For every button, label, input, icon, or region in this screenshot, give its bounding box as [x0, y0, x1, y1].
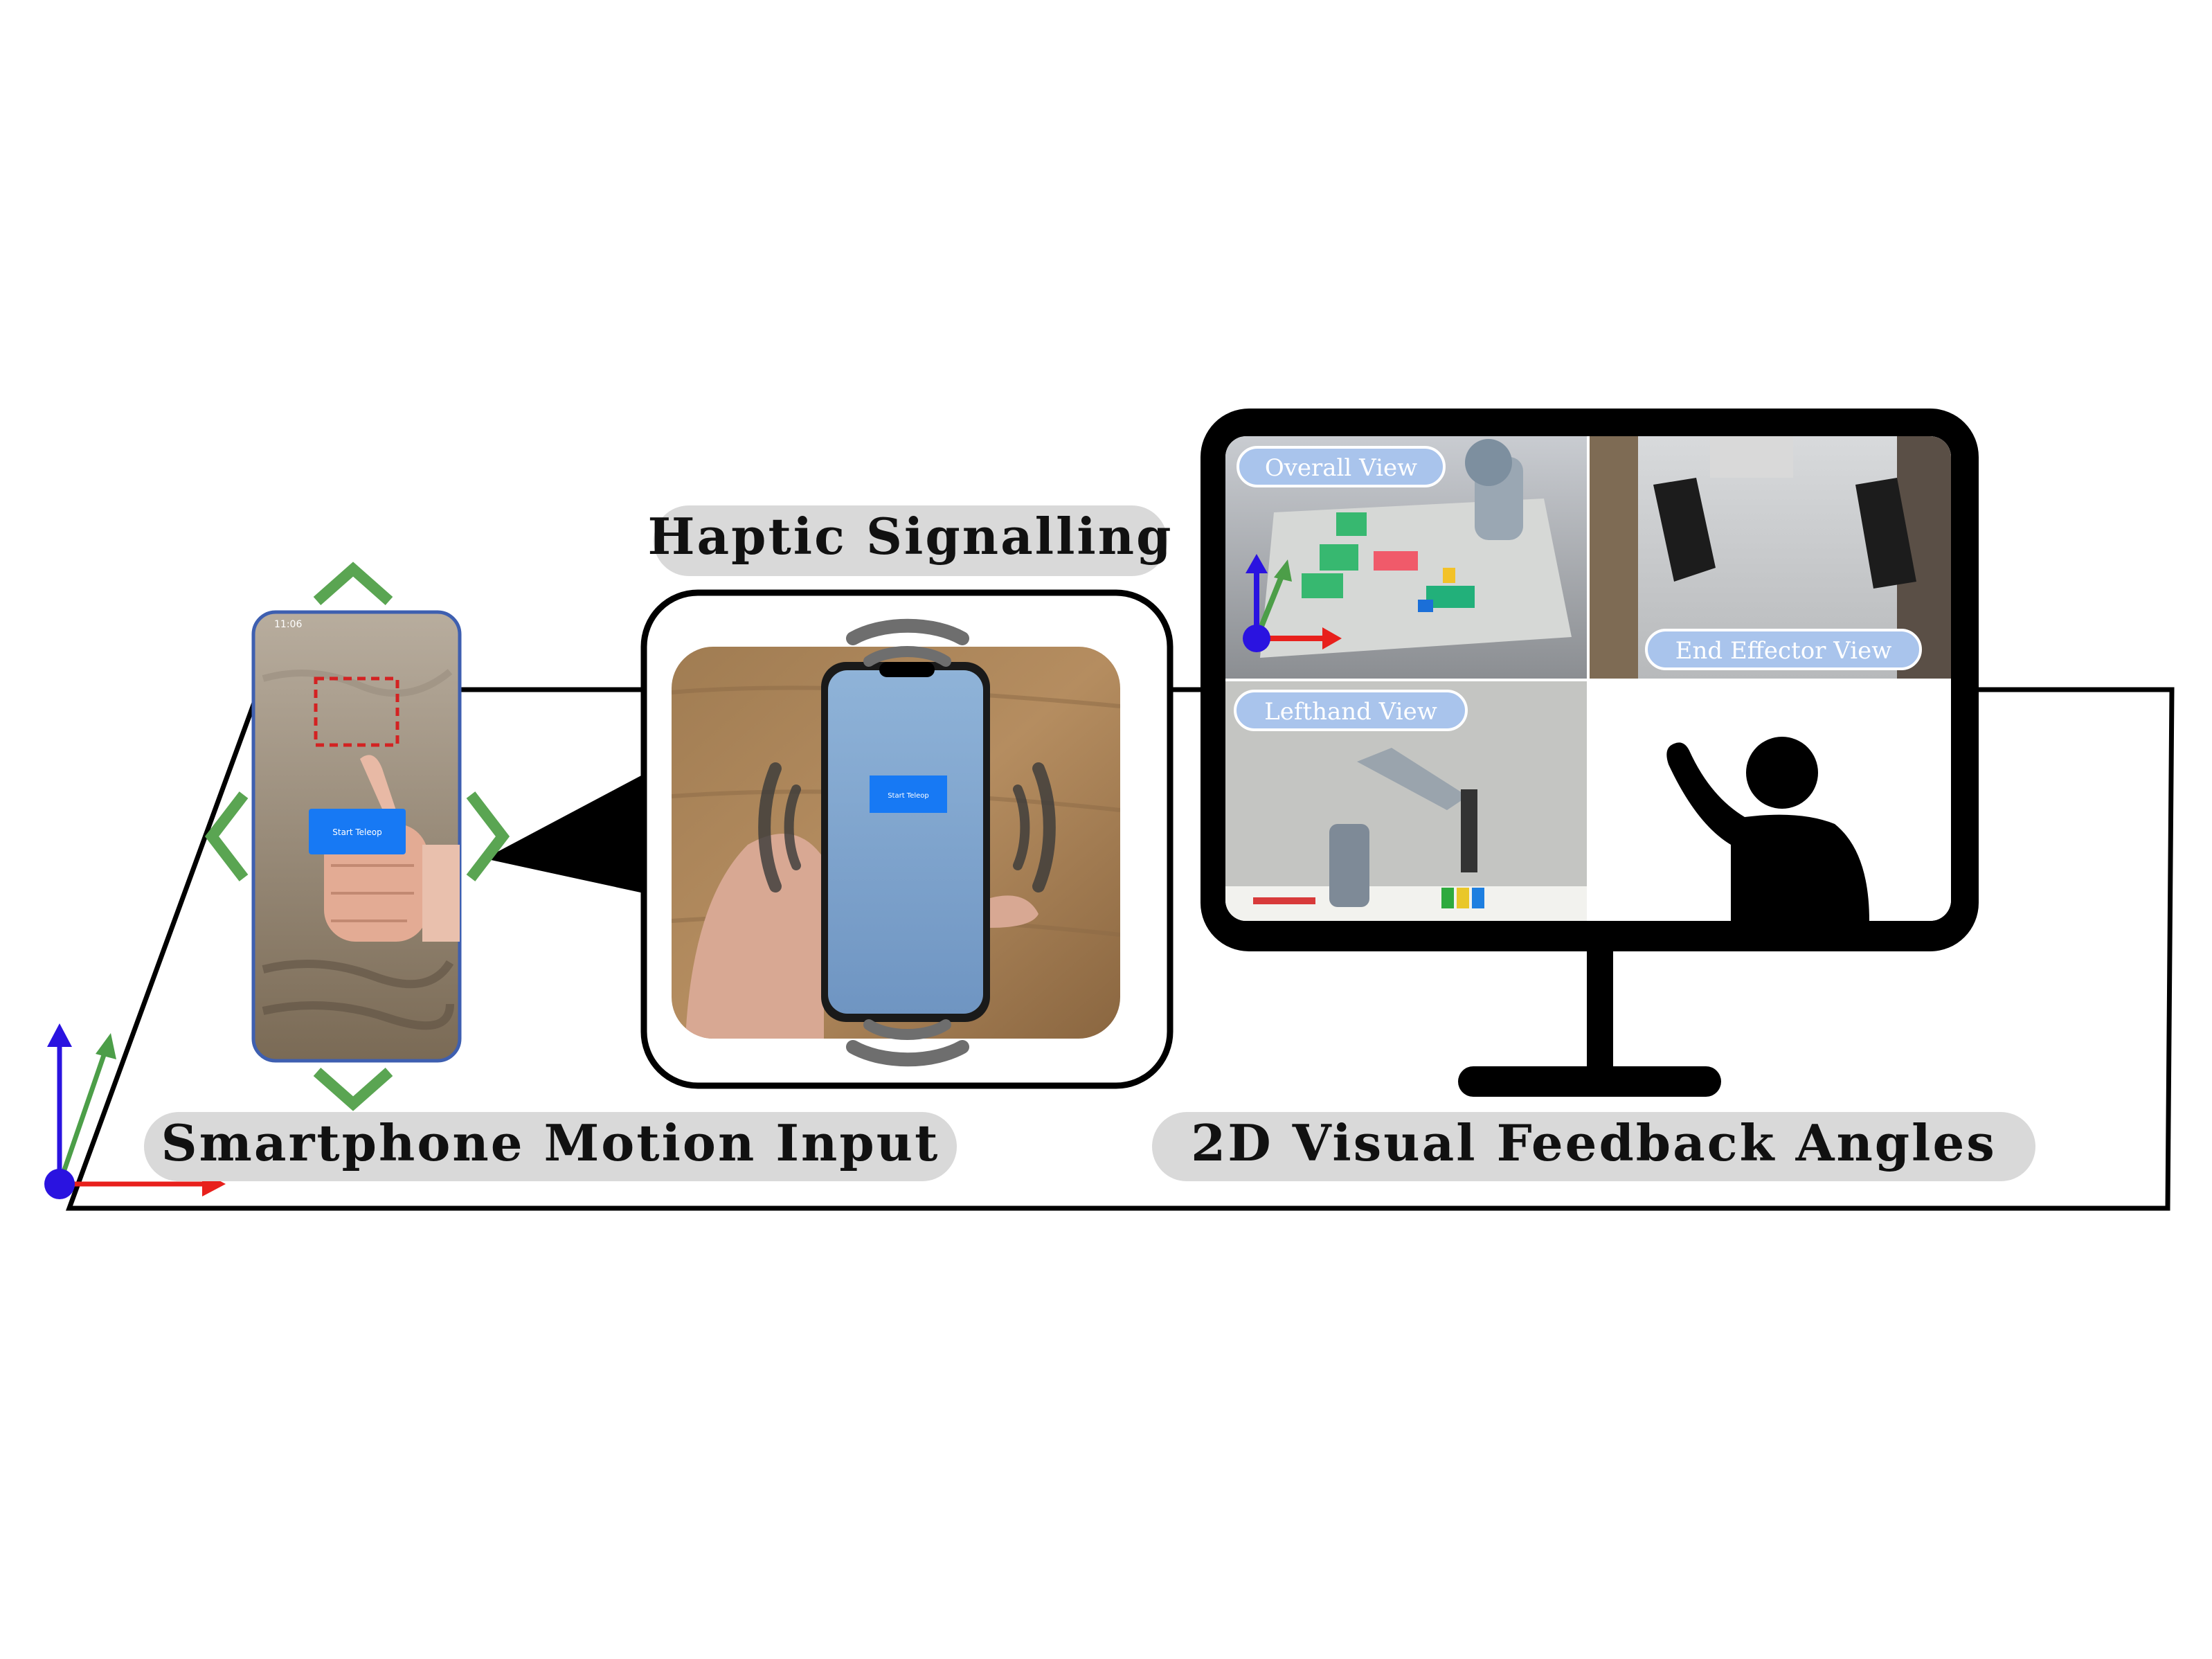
- move-right-icon: [466, 791, 510, 881]
- camera-axes-icon: [1243, 554, 1342, 652]
- haptic-pill: [654, 505, 1167, 576]
- move-left-icon: [204, 791, 249, 881]
- target-box: [314, 676, 399, 747]
- motion-input-pill: [144, 1112, 957, 1181]
- haptic-signalling-label: Haptic Signalling: [648, 507, 1174, 566]
- move-down-icon: [313, 1068, 393, 1111]
- visual-feedback-pill: [1152, 1112, 2035, 1181]
- end-effector-view-pill: [1645, 629, 1922, 670]
- end-effector-view-label: End Effector View: [1675, 637, 1892, 665]
- person-waving-icon: [1590, 681, 1951, 921]
- haptic-photo: Start Teleop: [672, 647, 1120, 1039]
- move-up-icon: [313, 562, 393, 605]
- lefthand-view-pill: [1234, 690, 1468, 731]
- lefthand-view-label: Lefthand View: [1264, 698, 1437, 726]
- zoom-wedge: [485, 774, 644, 893]
- start-teleop-button[interactable]: [309, 809, 406, 854]
- smartphone-input: 11:06 Start Teleop: [251, 610, 462, 1063]
- start-teleop-label: Start Teleop: [332, 827, 381, 837]
- visual-feedback-label: 2D Visual Feedback Angles: [1191, 1113, 1997, 1172]
- smartphone-motion-input-label: Smartphone Motion Input: [161, 1113, 940, 1172]
- vibration-icon: [758, 618, 1056, 1067]
- haptic-start-label: Start Teleop: [888, 792, 929, 800]
- phone-status-time: 11:06: [274, 619, 302, 630]
- overall-view-pill: [1237, 446, 1446, 487]
- overall-view-label: Overall View: [1265, 454, 1417, 482]
